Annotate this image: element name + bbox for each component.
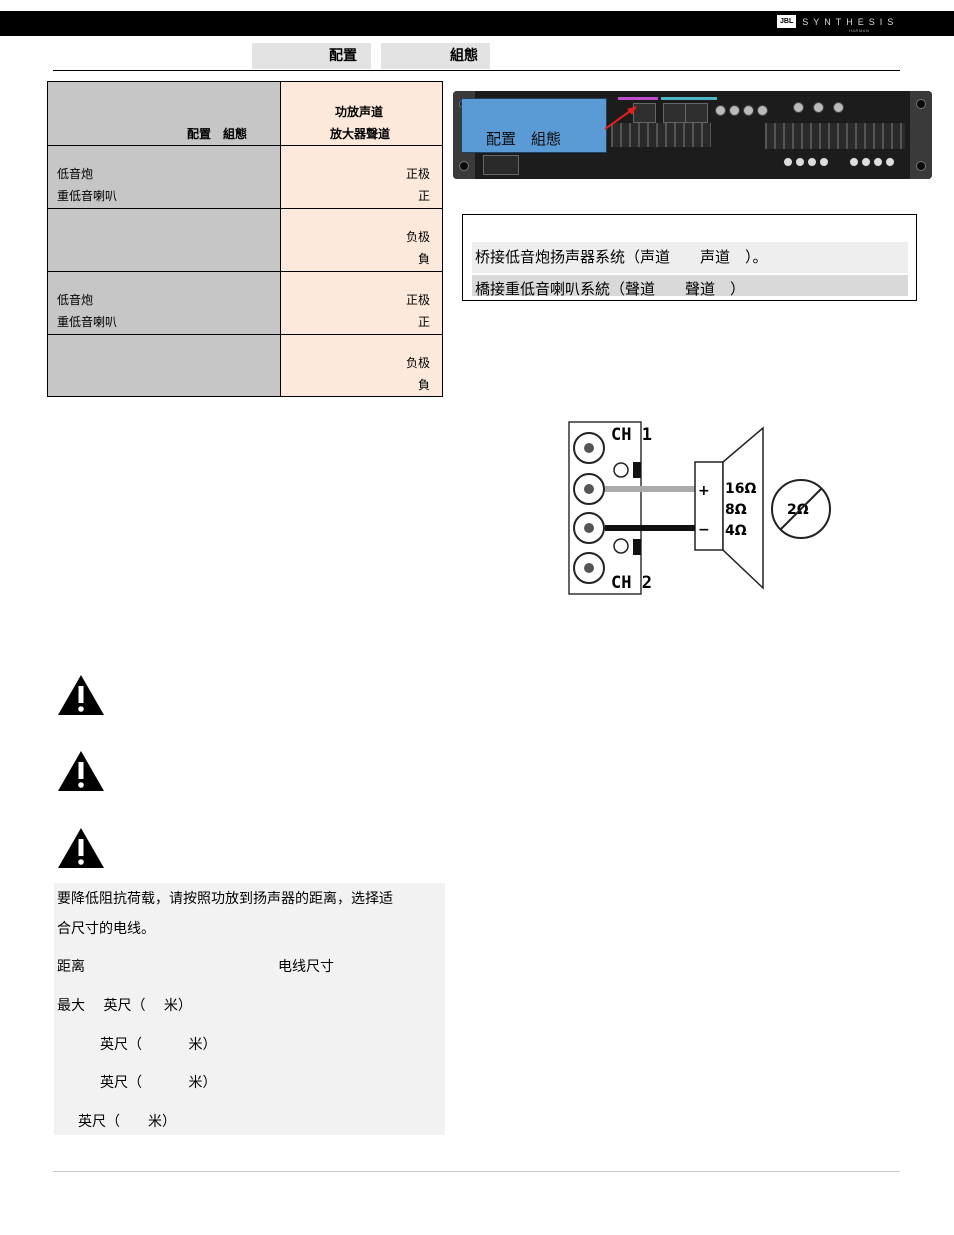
header-config-label: 配置 組態 bbox=[187, 127, 248, 141]
power-inlet bbox=[483, 155, 519, 175]
configuration-table: 配置 組態 功放声道 放大器聲道 低音炮 重低音喇叭 正极 正 负极 負 低音炮… bbox=[47, 81, 443, 397]
plus-label: + bbox=[698, 483, 710, 499]
impedance-16: 16Ω bbox=[725, 481, 756, 497]
wire-size-note: 要降低阻抗荷载，请按照功放到扬声器的距离，选择适 合尺寸的电线。 距离 电线尺寸… bbox=[54, 883, 445, 1135]
column-wire-size: 电线尺寸 bbox=[278, 959, 334, 975]
bridge-wiring-diagram: CH 1 CH 2 + − 16Ω 8Ω 4Ω 2Ω bbox=[568, 421, 831, 595]
synthesis-wordmark: SYNTHESIS bbox=[802, 16, 899, 27]
section-label-simplified: 配置 bbox=[252, 43, 371, 69]
warning-icon bbox=[58, 828, 104, 868]
row-label-simplified: 低音炮 bbox=[57, 293, 94, 307]
header-channel-simplified: 功放声道 bbox=[335, 105, 384, 119]
polarity-simplified: 正极 bbox=[405, 167, 430, 181]
impedance-8: 8Ω bbox=[725, 502, 747, 518]
wire-intro-line2: 合尺寸的电线。 bbox=[57, 921, 155, 937]
impedance-4: 4Ω bbox=[725, 523, 747, 539]
minus-label: − bbox=[698, 522, 710, 538]
list-item: 最大 英尺（ 米） bbox=[57, 998, 192, 1014]
caption-traditional: 橋接重低音喇叭系統（聲道 聲道 ） bbox=[472, 275, 908, 296]
vent-grille-right bbox=[765, 123, 905, 149]
list-item: 英尺（ 米） bbox=[100, 1075, 217, 1091]
section-label-traditional: 組態 bbox=[381, 43, 490, 69]
vent-grille-left bbox=[611, 123, 711, 147]
polarity-traditional: 正 bbox=[417, 189, 430, 203]
jbl-logo-box: JBL bbox=[777, 15, 797, 28]
row-label-traditional: 重低音喇叭 bbox=[57, 189, 118, 203]
callout-label: 配置 組態 bbox=[486, 130, 562, 148]
list-item: 英尺（ 米） bbox=[100, 1037, 217, 1053]
polarity-simplified: 负极 bbox=[405, 230, 430, 244]
row-label-traditional: 重低音喇叭 bbox=[57, 315, 118, 329]
amplifier-rear-panel-photo: 配置 組態 bbox=[453, 91, 932, 179]
footer-rule bbox=[53, 1171, 900, 1172]
caption-simplified: 桥接低音炮扬声器系统（声道 声道 ）。 bbox=[472, 242, 908, 273]
polarity-traditional: 正 bbox=[417, 315, 430, 329]
wire-intro-line1: 要降低阻抗荷载，请按照功放到扬声器的距离，选择适 bbox=[57, 891, 393, 907]
ch1-label: CH 1 bbox=[611, 425, 652, 445]
polarity-traditional: 負 bbox=[417, 378, 430, 392]
rack-ear-right bbox=[910, 91, 932, 179]
row-label-simplified: 低音炮 bbox=[57, 167, 94, 181]
header-rule bbox=[53, 70, 900, 71]
ch2-label: CH 2 bbox=[611, 573, 652, 593]
polarity-traditional: 負 bbox=[417, 252, 430, 266]
harman-mark: HARMAN bbox=[849, 28, 870, 33]
table-row: 负极 負 bbox=[48, 209, 442, 272]
list-item: 英尺（ 米） bbox=[78, 1114, 176, 1130]
figure-caption: 桥接低音炮扬声器系统（声道 声道 ）。 橋接重低音喇叭系統（聲道 聲道 ） bbox=[462, 214, 917, 301]
polarity-simplified: 正极 bbox=[405, 293, 430, 307]
warning-icon bbox=[58, 675, 104, 715]
warning-icon bbox=[58, 751, 104, 791]
table-row: 低音炮 重低音喇叭 正极 正 bbox=[48, 146, 442, 209]
table-header-row: 配置 組態 功放声道 放大器聲道 bbox=[48, 82, 442, 146]
table-row: 负极 負 bbox=[48, 335, 442, 396]
column-distance: 距离 bbox=[57, 959, 85, 975]
polarity-simplified: 负极 bbox=[405, 356, 430, 370]
header-bar: JBL SYNTHESIS HARMAN bbox=[0, 11, 954, 36]
header-channel-traditional: 放大器聲道 bbox=[330, 127, 391, 141]
table-row: 低音炮 重低音喇叭 正极 正 bbox=[48, 272, 442, 335]
configuration-callout: 配置 組態 bbox=[461, 98, 607, 153]
callout-arrow-icon bbox=[604, 106, 637, 130]
brand-logo: JBL SYNTHESIS HARMAN bbox=[777, 15, 899, 33]
